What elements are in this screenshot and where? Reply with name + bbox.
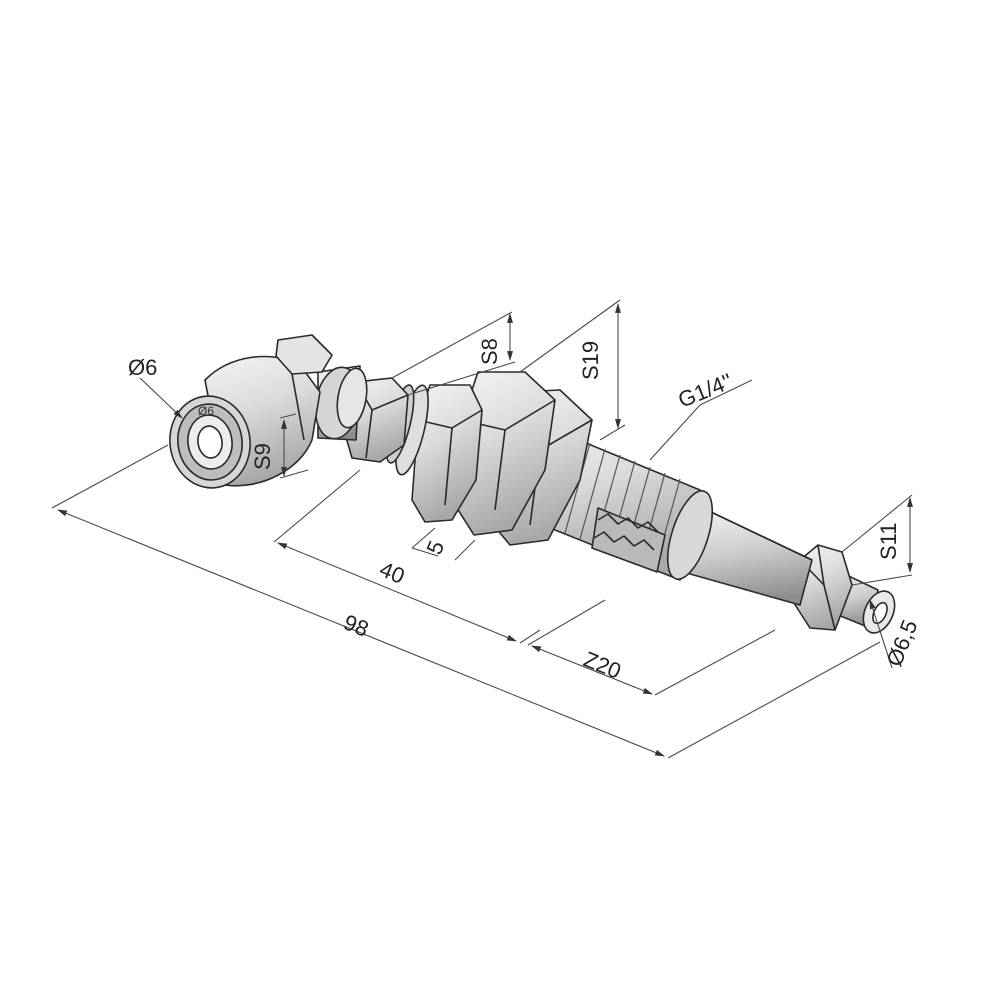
dim-hex-front: S11 bbox=[876, 522, 901, 560]
dim-hex-small: S8 bbox=[477, 338, 502, 365]
dim-nut-thickness: 5 bbox=[421, 537, 449, 558]
dimension-lines bbox=[51, 299, 913, 759]
elbow-socket: Ø6 bbox=[169, 395, 251, 489]
elbow-marking: Ø6 bbox=[198, 404, 214, 418]
dim-length-40: 40 bbox=[376, 556, 408, 588]
dim-hex-elbow: S9 bbox=[250, 443, 275, 470]
dim-thread: G1/4'' bbox=[675, 368, 736, 412]
dim-overall-length: 98 bbox=[340, 609, 372, 641]
fitting-assembly: Ø6 bbox=[169, 334, 896, 634]
connector bbox=[314, 365, 368, 441]
dim-tube-diameter: Ø6 bbox=[128, 355, 157, 380]
dim-hex-large: S19 bbox=[578, 341, 603, 380]
dim-thread-length: Z20 bbox=[580, 646, 625, 683]
